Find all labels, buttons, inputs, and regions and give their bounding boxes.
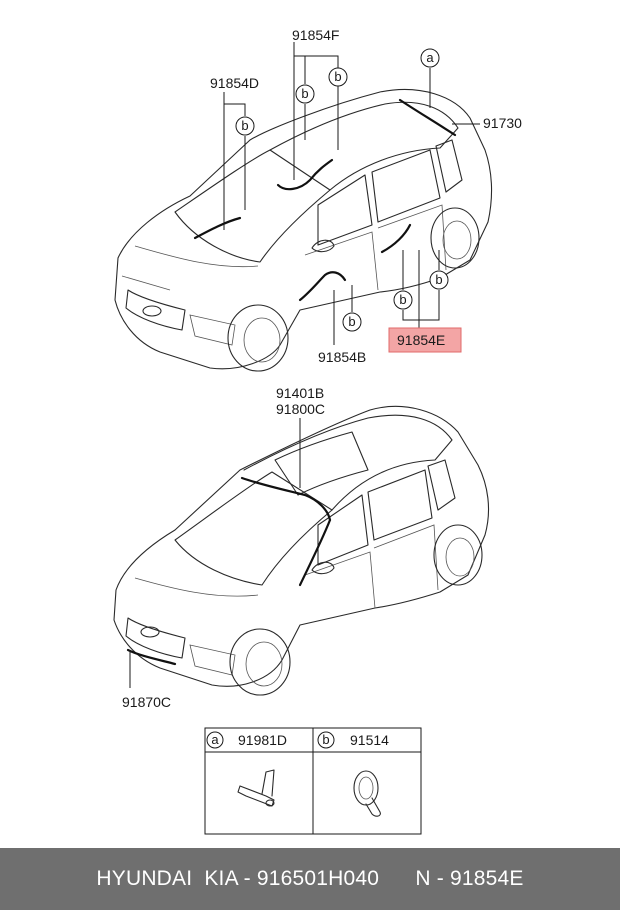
svg-text:a: a: [426, 50, 434, 65]
callout-b-91854D: b: [235, 116, 255, 136]
label-91854F: 91854F: [292, 27, 339, 43]
legend-b-header: b 91514: [317, 731, 389, 749]
label-91854B: 91854B: [318, 349, 366, 365]
svg-text:b: b: [334, 69, 341, 84]
lower-car-illustration: [113, 405, 490, 696]
label-91854E: 91854E: [397, 332, 445, 348]
clip-icon: [237, 769, 275, 807]
upper-leaders: [223, 42, 480, 345]
legend-a-header: a 91981D: [206, 731, 287, 749]
label-91800C: 91800C: [276, 401, 325, 417]
callout-b-91854F-left: b: [295, 84, 315, 104]
label-91401B: 91401B: [276, 385, 324, 401]
callout-b-91854F-right: b: [328, 67, 348, 87]
callout-b-91854E-left: b: [393, 290, 413, 310]
svg-text:b: b: [322, 732, 329, 747]
footer-bar: HYUNDAI KIA - 916501H040 N - 91854E: [0, 848, 620, 910]
label-91854D: 91854D: [210, 75, 259, 91]
wiring-diagram: 91854F 91854D 91730 91854E 91854B 91401B…: [113, 27, 522, 835]
legend-b-part: 91514: [350, 732, 389, 748]
highlight-box: [388, 327, 462, 353]
grommet-icon: [353, 770, 381, 817]
svg-text:b: b: [399, 292, 406, 307]
footer-part-number: HYUNDAI KIA - 916501H040 N - 91854E: [96, 867, 524, 890]
svg-text:a: a: [211, 732, 219, 747]
legend-a-part: 91981D: [238, 732, 287, 748]
legend-table: a 91981D b 91514: [204, 727, 422, 835]
label-91870C: 91870C: [122, 694, 171, 710]
svg-text:b: b: [435, 272, 442, 287]
upper-car-illustration: [114, 89, 493, 372]
label-91730: 91730: [483, 115, 522, 131]
svg-text:b: b: [348, 314, 355, 329]
svg-text:b: b: [301, 86, 308, 101]
callout-b-91854E-right: b: [429, 270, 449, 290]
svg-text:b: b: [241, 118, 248, 133]
lower-leaders: [129, 418, 301, 688]
callout-a-top: a: [420, 48, 440, 68]
callout-b-91854B: b: [342, 312, 362, 332]
